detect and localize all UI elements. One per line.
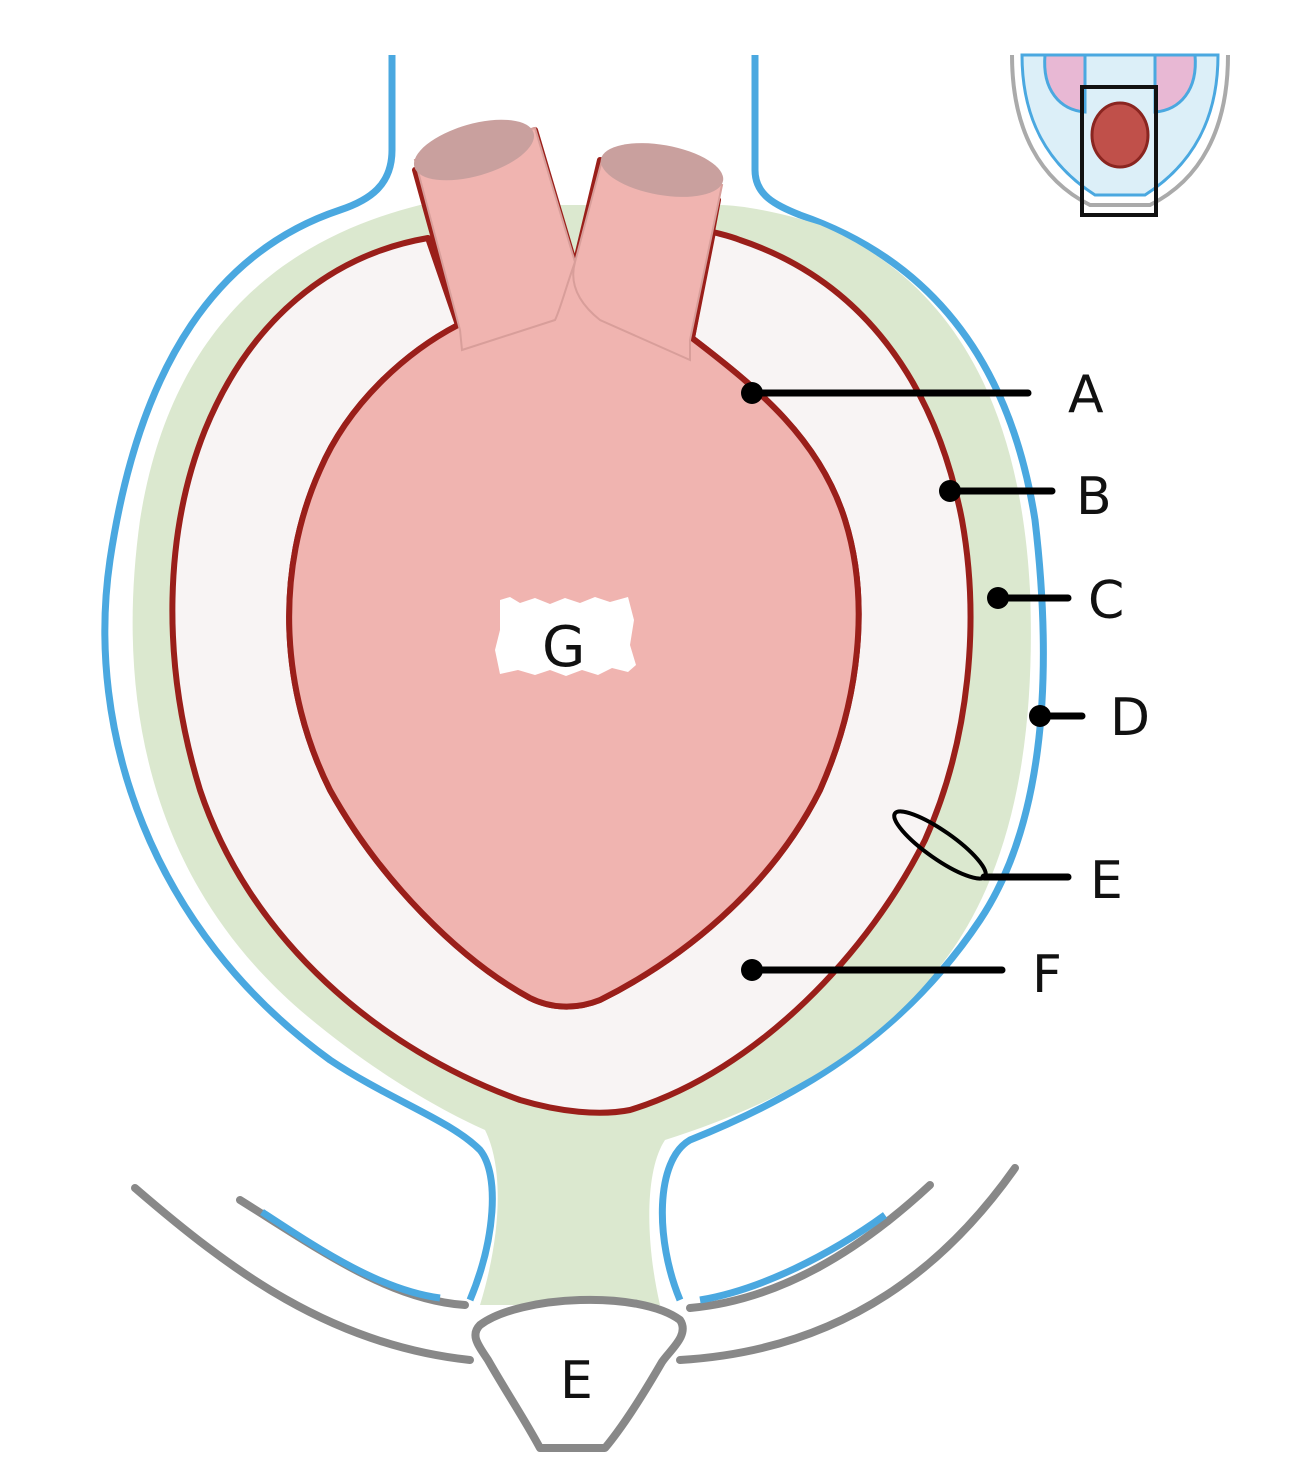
leaders — [741, 382, 1086, 981]
inset-heart — [1090, 101, 1150, 169]
label-d: D — [1110, 688, 1150, 748]
pleura-left-lower — [260, 1209, 441, 1302]
inset-focus-box — [1080, 85, 1158, 217]
sternum-shape — [471, 1295, 687, 1452]
label-b: B — [1076, 467, 1112, 527]
outer-rib-left — [131, 1184, 474, 1364]
label-c: C — [1088, 571, 1124, 631]
label-e: E — [1090, 851, 1123, 911]
great-vessels — [413, 119, 724, 362]
label-g: G — [542, 615, 585, 680]
dot-f — [741, 959, 763, 981]
label-a: A — [1068, 365, 1104, 425]
vessel-right — [572, 158, 724, 362]
vessel-right-cap — [600, 143, 724, 197]
pleura-right-lower — [699, 1212, 888, 1304]
pleura-right — [658, 55, 1047, 1302]
dot-d — [1029, 705, 1051, 727]
pleura-left — [101, 55, 496, 1302]
label-e-bottom: E — [560, 1351, 593, 1411]
vessel-left-cap — [413, 119, 535, 181]
label-f: F — [1032, 945, 1062, 1005]
g-label-patch — [495, 597, 636, 676]
dot-a — [741, 382, 763, 404]
dot-b — [939, 480, 961, 502]
inset-lung-left — [1043, 53, 1087, 114]
pleura-outline — [101, 55, 1047, 1304]
outer-rib-right — [676, 1164, 1019, 1364]
dot-c — [987, 587, 1009, 609]
inset-thumbnail — [1010, 53, 1230, 217]
heart — [286, 127, 862, 1010]
inner-rib-right — [686, 1181, 934, 1312]
